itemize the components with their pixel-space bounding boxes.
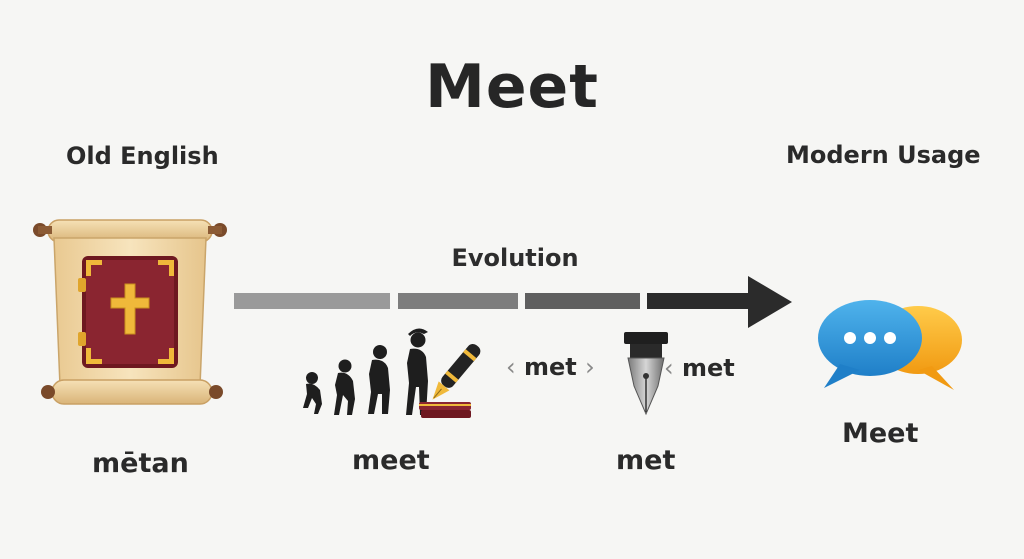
timeline-segment-2 bbox=[398, 293, 518, 309]
modern-word: Meet bbox=[842, 418, 919, 449]
old-english-heading: Old English bbox=[66, 142, 219, 170]
evolution-label: Evolution bbox=[451, 244, 579, 272]
timeline-segment-4 bbox=[647, 293, 757, 309]
chevron-left-icon: ‹ bbox=[664, 354, 674, 382]
transition-form-2: ‹ met bbox=[664, 354, 735, 382]
timeline-segment-3 bbox=[525, 293, 640, 309]
human-evolution-silhouettes-icon bbox=[303, 328, 428, 415]
modern-usage-heading: Modern Usage bbox=[786, 141, 981, 169]
timeline-segment-1 bbox=[234, 293, 390, 309]
stage-1-word: meet bbox=[352, 445, 430, 476]
transition-form-1: ‹ met › bbox=[506, 353, 595, 381]
books-icon bbox=[419, 402, 471, 418]
stage-2-word: met bbox=[616, 445, 676, 476]
scroll-book-icon bbox=[33, 219, 227, 405]
transition-form-1-text: met bbox=[523, 353, 577, 381]
arrow-head-icon bbox=[748, 276, 792, 328]
old-english-word: mētan bbox=[92, 448, 189, 479]
chevron-right-icon: › bbox=[585, 353, 595, 381]
fountain-pen-icon bbox=[624, 332, 668, 416]
transition-form-2-text: met bbox=[681, 354, 735, 382]
speech-bubbles-icon bbox=[818, 300, 962, 390]
diagram-title: Meet bbox=[425, 52, 599, 122]
quill-pen-icon bbox=[419, 343, 481, 418]
chevron-left-icon: ‹ bbox=[506, 353, 516, 381]
